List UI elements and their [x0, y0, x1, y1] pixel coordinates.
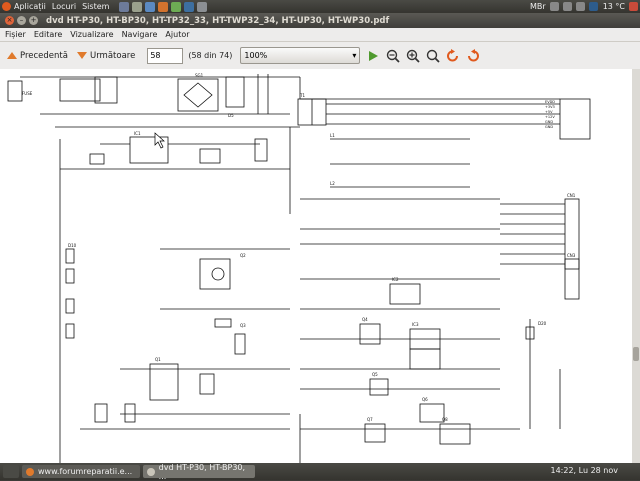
system-monitor-icon[interactable]: [588, 2, 598, 11]
keyboard-layout-indicator[interactable]: MBr: [530, 2, 546, 11]
document-viewer-icon: [147, 467, 155, 476]
connector-pin-label: +5V: [545, 110, 553, 114]
menu-edit[interactable]: Editare: [33, 30, 63, 39]
launcher-icon-2[interactable]: [132, 1, 143, 12]
schematic-label: Q4: [362, 317, 368, 322]
menu-system[interactable]: Sistem: [82, 2, 110, 11]
zoom-fit-icon[interactable]: [425, 48, 440, 63]
previous-page-button[interactable]: Precedentă: [5, 46, 70, 66]
menu-places[interactable]: Locuri: [51, 2, 77, 11]
zoom-select[interactable]: 100% ▾: [240, 47, 361, 64]
connector-pin-label: GND: [545, 120, 553, 124]
mouse-cursor-icon: [154, 132, 165, 149]
maximize-window-button[interactable]: +: [29, 16, 38, 25]
close-window-button[interactable]: ×: [5, 16, 14, 25]
next-page-button[interactable]: Următoare: [75, 46, 137, 66]
minimize-window-button[interactable]: –: [17, 16, 26, 25]
taskbar-item-browser[interactable]: www.forumreparatii.e...: [22, 465, 140, 478]
vertical-scrollbar[interactable]: [632, 69, 640, 463]
volume-icon[interactable]: [575, 2, 585, 11]
connector-pin-label: +12V: [545, 115, 555, 119]
firefox-icon[interactable]: [158, 1, 169, 12]
taskbar-item-label: dvd HT-P30, HT-BP30, ...: [158, 462, 246, 481]
schematic-label: Q2: [240, 253, 246, 258]
schematic-label: Q3: [240, 323, 246, 328]
menu-view[interactable]: Vizualizare: [70, 30, 114, 39]
document-view[interactable]: FUSE SG1 D5 IC1 T1 Q2 Q3 D10 Q1 IC2 Q4 I…: [0, 69, 632, 464]
schematic-label: Q6: [422, 397, 428, 402]
rotate-left-icon[interactable]: [445, 48, 460, 63]
connector-pin-label: GND: [545, 125, 553, 129]
schematic-label: Q5: [372, 372, 378, 377]
menu-applications[interactable]: Aplicații: [14, 2, 46, 11]
top-panel: Aplicații Locuri Sistem MBr 13 °C: [0, 0, 640, 13]
firefox-icon: [26, 467, 34, 476]
panel-menu: Aplicații Locuri Sistem: [0, 2, 115, 11]
taskbar-item-label: www.forumreparatii.e...: [38, 467, 133, 476]
menu-navigate[interactable]: Navigare: [121, 30, 158, 39]
previous-page-label: Precedentă: [20, 50, 68, 61]
weather-indicator[interactable]: 13 °C: [602, 2, 625, 11]
network-icon[interactable]: [562, 2, 572, 11]
window-titlebar[interactable]: × – + dvd HT-P30, HT-BP30, HT-TP32_33, H…: [0, 13, 640, 28]
schematic-label: CN1: [567, 193, 576, 198]
panel-launchers: [119, 1, 210, 12]
show-desktop-icon[interactable]: [3, 465, 19, 478]
window-title: dvd HT-P30, HT-BP30, HT-TP32_33, HT-TWP3…: [46, 15, 390, 26]
zoom-value: 100%: [244, 51, 268, 60]
zoom-out-icon[interactable]: [385, 48, 400, 63]
toolbar: Precedentă Următoare (58 din 74) 100% ▾: [0, 42, 640, 70]
schematic-label: SG1: [195, 73, 204, 78]
menu-help[interactable]: Ajutor: [165, 30, 190, 39]
circuit-schematic: FUSE SG1 D5 IC1 T1 Q2 Q3 D10 Q1 IC2 Q4 I…: [7, 73, 591, 464]
chevron-down-icon: ▾: [352, 51, 357, 60]
arrow-down-icon: [76, 52, 87, 59]
system-tray: MBr 13 °C: [525, 0, 638, 13]
connector-pin-label: +3V3: [545, 105, 555, 109]
schematic-label: Q8: [442, 417, 448, 422]
schematic-label: FUSE: [22, 91, 33, 96]
arrow-up-icon: [7, 52, 17, 59]
schematic-label: IC3: [412, 322, 419, 327]
schematic-label: Q7: [367, 417, 373, 422]
power-icon[interactable]: [629, 2, 638, 11]
taskbar-item-document-viewer[interactable]: dvd HT-P30, HT-BP30, ...: [143, 462, 255, 481]
schematic-label: T1: [299, 93, 305, 98]
schematic-label: D5: [228, 113, 234, 118]
connector-pin-label: EVDD: [545, 100, 555, 104]
launcher-icon-5[interactable]: [171, 1, 182, 12]
schematic-label: IC2: [392, 277, 399, 282]
schematic-label: D10: [68, 243, 77, 248]
app-menubar: Fișier Editare Vizualizare Navigare Ajut…: [0, 28, 640, 42]
rotate-right-icon[interactable]: [465, 48, 480, 63]
ubuntu-logo-icon[interactable]: [2, 2, 11, 11]
schematic-label: D20: [538, 321, 547, 326]
schematic-label: L1: [330, 133, 335, 138]
zoom-in-icon[interactable]: [405, 48, 420, 63]
schematic-label: IC1: [134, 131, 141, 136]
launcher-icon-7[interactable]: [197, 1, 208, 12]
menu-file[interactable]: Fișier: [5, 30, 26, 39]
next-page-label: Următoare: [89, 50, 136, 61]
page-count: (58 din 74): [188, 51, 233, 60]
launcher-icon-6[interactable]: [184, 1, 195, 12]
page-number-input[interactable]: [147, 47, 184, 64]
schematic-label: Q1: [155, 357, 161, 362]
launcher-icon-3[interactable]: [145, 1, 156, 12]
schematic-label: L2: [330, 181, 335, 186]
launcher-icon-1[interactable]: [119, 1, 130, 12]
bottom-taskbar: www.forumreparatii.e... dvd HT-P30, HT-B…: [0, 462, 640, 481]
scrollbar-thumb[interactable]: [633, 347, 639, 361]
mail-icon[interactable]: [549, 2, 559, 11]
clock[interactable]: 14:22, Lu 28 nov: [550, 466, 619, 475]
schematic-label: CN3: [567, 253, 576, 258]
play-presentation-icon[interactable]: [365, 48, 380, 63]
